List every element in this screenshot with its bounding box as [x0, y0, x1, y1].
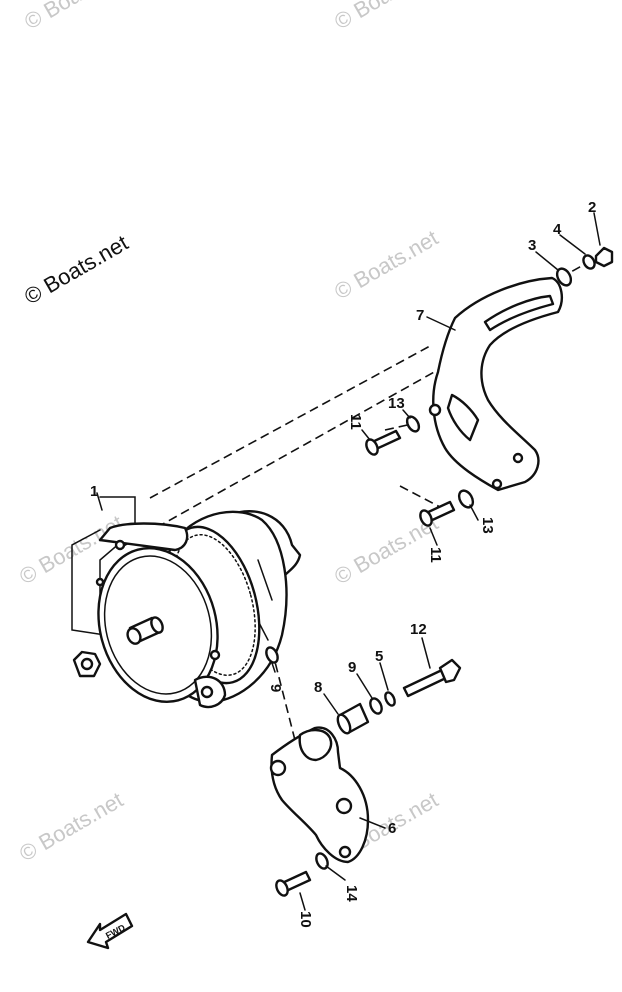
callout-labels: 1 2 3 4 5 6 7 8 9 9 10 11 11 12 13 13 14	[90, 199, 596, 928]
callout-13-lower: 13	[479, 517, 496, 534]
leader-lines	[96, 212, 601, 911]
alternator	[72, 510, 302, 709]
callout-11-upper: 11	[347, 414, 364, 430]
callout-9-lower: 9	[348, 659, 356, 676]
watermark-prominent: © Boats.net	[20, 230, 132, 309]
callout-9-upper: 9	[267, 684, 284, 692]
callout-5: 5	[375, 648, 383, 665]
forward-arrow-icon: FWD	[86, 912, 134, 950]
callout-3: 3	[528, 237, 536, 254]
callout-6: 6	[388, 820, 396, 837]
watermark: © Boats.net	[15, 787, 127, 866]
callout-4: 4	[553, 221, 562, 238]
callout-12: 12	[410, 621, 427, 638]
watermark: © Boats.net	[330, 0, 442, 34]
callout-14: 14	[343, 885, 360, 902]
upper-bracket	[428, 276, 564, 492]
callout-7: 7	[416, 307, 424, 324]
watermark: © Boats.net	[20, 0, 132, 34]
callout-11-lower: 11	[427, 547, 444, 563]
callout-1: 1	[90, 483, 98, 500]
callout-10: 10	[297, 911, 314, 928]
fasteners	[265, 246, 614, 897]
watermark-group: © Boats.net © Boats.net © Boats.net © Bo…	[15, 0, 442, 866]
callout-8: 8	[314, 679, 322, 696]
callout-13-upper: 13	[388, 395, 405, 412]
callout-2: 2	[588, 199, 596, 216]
watermark: © Boats.net	[330, 225, 442, 304]
lower-bracket	[269, 726, 370, 864]
